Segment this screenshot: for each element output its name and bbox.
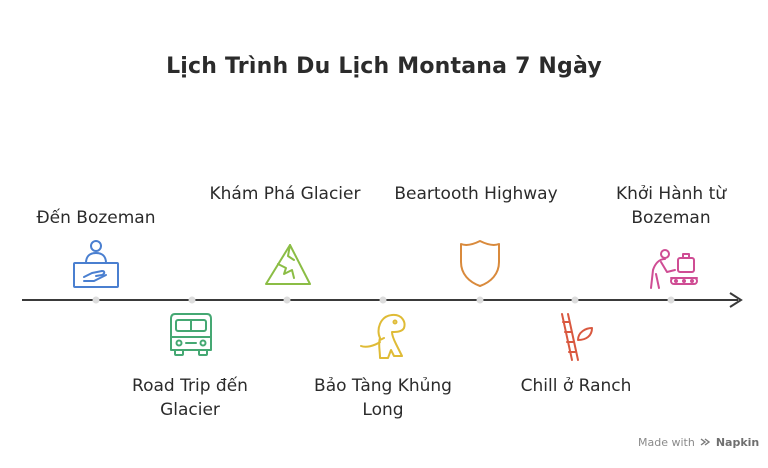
timeline-tick (476, 296, 484, 304)
watermark-brand: Napkin (715, 436, 760, 449)
timeline-tick (667, 296, 675, 304)
arrowhead-icon (729, 292, 743, 308)
dinosaur-icon (360, 313, 406, 359)
camper-van-icon (170, 313, 212, 356)
napkin-logo-icon (700, 438, 711, 446)
watermark-prefix: Made with (638, 436, 695, 449)
step-label-6: Chill ở Ranch (520, 376, 632, 396)
step-label-5: Beartooth Highway (394, 184, 558, 204)
shield-icon (460, 240, 500, 287)
step-label-7: Khởi Hành từ Bozeman (615, 184, 727, 228)
timeline-tick (92, 296, 100, 304)
step-label-3: Khám Phá Glacier (209, 184, 361, 204)
step-label-4: Bảo Tàng Khủng Long (314, 376, 452, 420)
reception-desk-icon (73, 240, 119, 288)
step-label-2: Road Trip đến Glacier (132, 376, 248, 420)
ladder-leaf-icon (561, 313, 593, 361)
airport-luggage-icon (650, 249, 698, 289)
timeline-tick (379, 296, 387, 304)
mountain-icon (265, 244, 311, 285)
napkin-watermark: Made with Napkin (638, 436, 759, 449)
timeline-tick (571, 296, 579, 304)
step-label-1: Đến Bozeman (36, 208, 156, 228)
timeline-tick (188, 296, 196, 304)
timeline-tick (283, 296, 291, 304)
diagram-title: Lịch Trình Du Lịch Montana 7 Ngày (166, 54, 602, 79)
